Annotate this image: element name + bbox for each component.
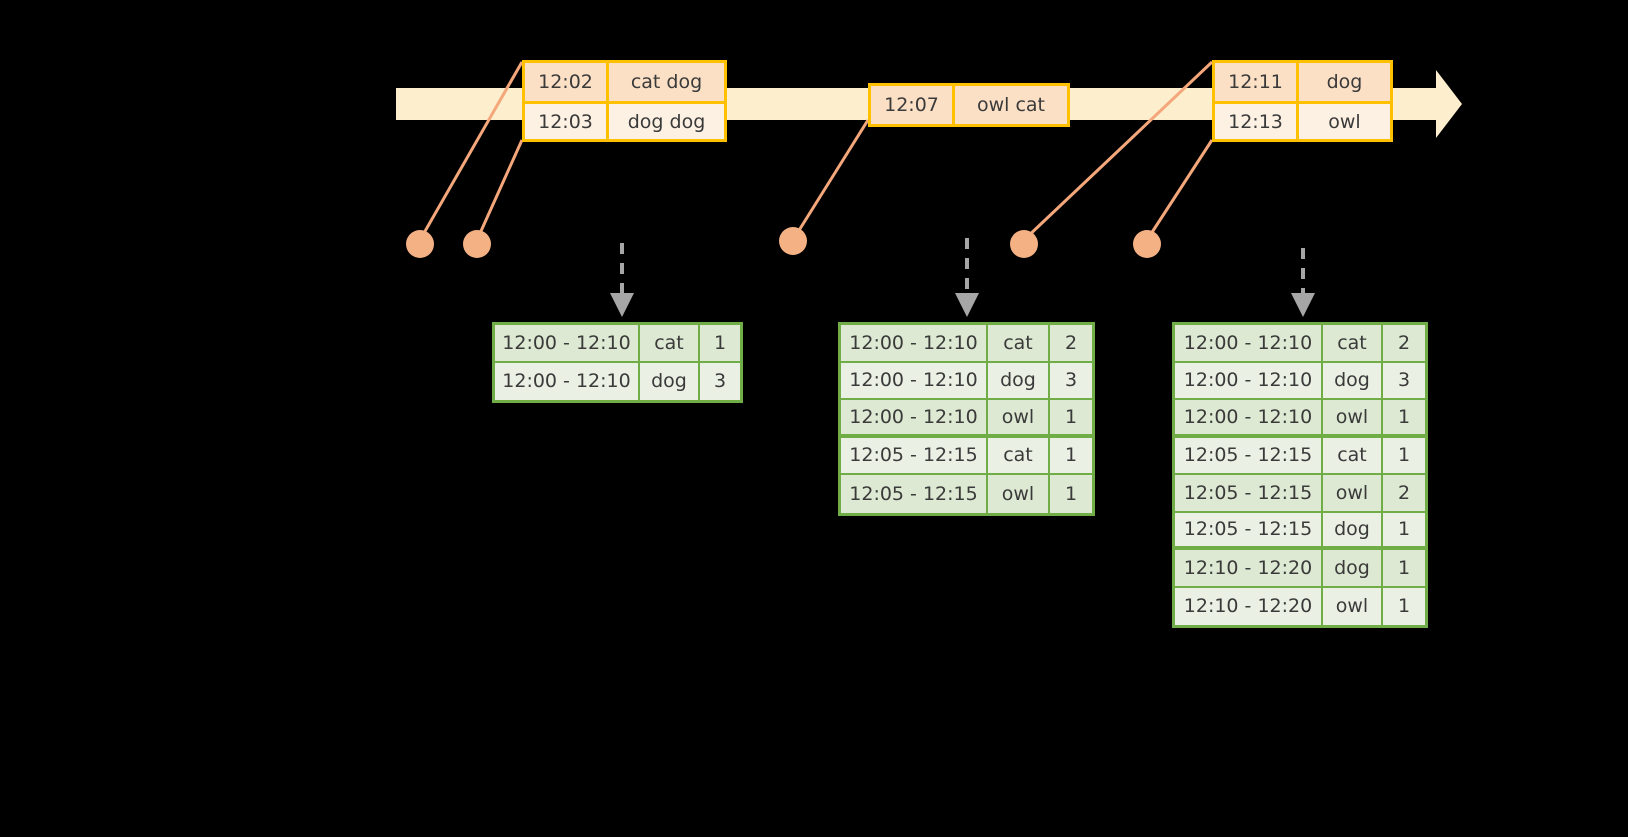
event-row[interactable]: 12:07 owl cat: [871, 86, 1067, 124]
window-cell: 12:10 - 12:20: [1175, 550, 1323, 588]
word-cell: cat: [640, 325, 700, 363]
word-cell: cat: [1323, 325, 1383, 363]
word-cell: dog: [640, 362, 700, 400]
word-cell: owl: [988, 400, 1050, 438]
dot-1: [406, 230, 434, 258]
table-row[interactable]: 12:05 - 12:15 cat 1: [841, 437, 1092, 475]
result-table-2[interactable]: 12:00 - 12:10 cat 2 12:00 - 12:10 dog 3 …: [838, 322, 1095, 516]
window-cell: 12:05 - 12:15: [841, 475, 988, 513]
table-row[interactable]: 12:05 - 12:15 owl 2: [1175, 475, 1425, 513]
event-words: owl: [1299, 101, 1390, 139]
event-group-2[interactable]: 12:07 owl cat: [868, 83, 1070, 127]
dot-3: [779, 227, 807, 255]
count-cell: 1: [1383, 437, 1425, 475]
dot-2: [463, 230, 491, 258]
window-cell: 12:00 - 12:10: [1175, 325, 1323, 363]
count-cell: 1: [1383, 512, 1425, 550]
event-group-3[interactable]: 12:11 dog 12:13 owl: [1212, 60, 1393, 142]
word-cell: dog: [1323, 512, 1383, 550]
window-cell: 12:10 - 12:20: [1175, 587, 1323, 625]
count-cell: 2: [1050, 325, 1092, 363]
table-row[interactable]: 12:00 - 12:10 cat 1: [495, 325, 740, 363]
table-row[interactable]: 12:00 - 12:10 dog 3: [495, 362, 740, 400]
count-cell: 1: [1050, 475, 1092, 513]
word-cell: owl: [988, 475, 1050, 513]
table-row[interactable]: 12:10 - 12:20 dog 1: [1175, 550, 1425, 588]
event-timestamp: 12:13: [1215, 101, 1299, 139]
window-cell: 12:00 - 12:10: [495, 325, 640, 363]
word-cell: cat: [988, 325, 1050, 363]
table-row[interactable]: 12:00 - 12:10 dog 3: [841, 362, 1092, 400]
event-words: owl cat: [955, 86, 1067, 124]
window-cell: 12:00 - 12:10: [495, 362, 640, 400]
word-cell: owl: [1323, 475, 1383, 513]
count-cell: 1: [700, 325, 740, 363]
table-row[interactable]: 12:00 - 12:10 cat 2: [1175, 325, 1425, 363]
result-arrows: [610, 238, 1315, 317]
window-cell: 12:05 - 12:15: [1175, 475, 1323, 513]
count-cell: 1: [1050, 437, 1092, 475]
window-cell: 12:00 - 12:10: [841, 400, 988, 438]
event-timestamp: 12:02: [525, 63, 609, 101]
dot-5: [1133, 230, 1161, 258]
table-row[interactable]: 12:10 - 12:20 owl 1: [1175, 587, 1425, 625]
event-group-1[interactable]: 12:02 cat dog 12:03 dog dog: [522, 60, 727, 142]
count-cell: 2: [1383, 475, 1425, 513]
event-row[interactable]: 12:03 dog dog: [525, 101, 724, 139]
word-cell: dog: [988, 362, 1050, 400]
count-cell: 1: [1383, 400, 1425, 438]
result-table-1[interactable]: 12:00 - 12:10 cat 1 12:00 - 12:10 dog 3: [492, 322, 743, 403]
table-row[interactable]: 12:00 - 12:10 dog 3: [1175, 362, 1425, 400]
event-row[interactable]: 12:13 owl: [1215, 101, 1390, 139]
word-cell: cat: [1323, 437, 1383, 475]
event-timestamp: 12:07: [871, 86, 955, 124]
table-row[interactable]: 12:00 - 12:10 cat 2: [841, 325, 1092, 363]
word-cell: cat: [988, 437, 1050, 475]
table-row[interactable]: 12:05 - 12:15 owl 1: [841, 475, 1092, 513]
window-cell: 12:00 - 12:10: [841, 325, 988, 363]
event-timestamp: 12:03: [525, 101, 609, 139]
window-cell: 12:00 - 12:10: [841, 362, 988, 400]
window-cell: 12:05 - 12:15: [1175, 512, 1323, 550]
event-words: cat dog: [609, 63, 724, 101]
event-row[interactable]: 12:11 dog: [1215, 63, 1390, 101]
dot-4: [1010, 230, 1038, 258]
table-row[interactable]: 12:05 - 12:15 dog 1: [1175, 512, 1425, 550]
count-cell: 3: [1050, 362, 1092, 400]
event-words: dog dog: [609, 101, 724, 139]
window-cell: 12:05 - 12:15: [1175, 437, 1323, 475]
count-cell: 3: [700, 362, 740, 400]
event-timestamp: 12:11: [1215, 63, 1299, 101]
count-cell: 2: [1383, 325, 1425, 363]
result-table-3[interactable]: 12:00 - 12:10 cat 2 12:00 - 12:10 dog 3 …: [1172, 322, 1428, 628]
word-cell: dog: [1323, 550, 1383, 588]
count-cell: 3: [1383, 362, 1425, 400]
word-cell: owl: [1323, 400, 1383, 438]
word-cell: dog: [1323, 362, 1383, 400]
table-row[interactable]: 12:00 - 12:10 owl 1: [841, 400, 1092, 438]
window-cell: 12:00 - 12:10: [1175, 362, 1323, 400]
count-cell: 1: [1383, 587, 1425, 625]
word-cell: owl: [1323, 587, 1383, 625]
count-cell: 1: [1050, 400, 1092, 438]
event-dots: [406, 227, 1161, 258]
event-row[interactable]: 12:02 cat dog: [525, 63, 724, 101]
table-row[interactable]: 12:00 - 12:10 owl 1: [1175, 400, 1425, 438]
window-cell: 12:05 - 12:15: [841, 437, 988, 475]
window-cell: 12:00 - 12:10: [1175, 400, 1323, 438]
event-words: dog: [1299, 63, 1390, 101]
count-cell: 1: [1383, 550, 1425, 588]
table-row[interactable]: 12:05 - 12:15 cat 1: [1175, 437, 1425, 475]
